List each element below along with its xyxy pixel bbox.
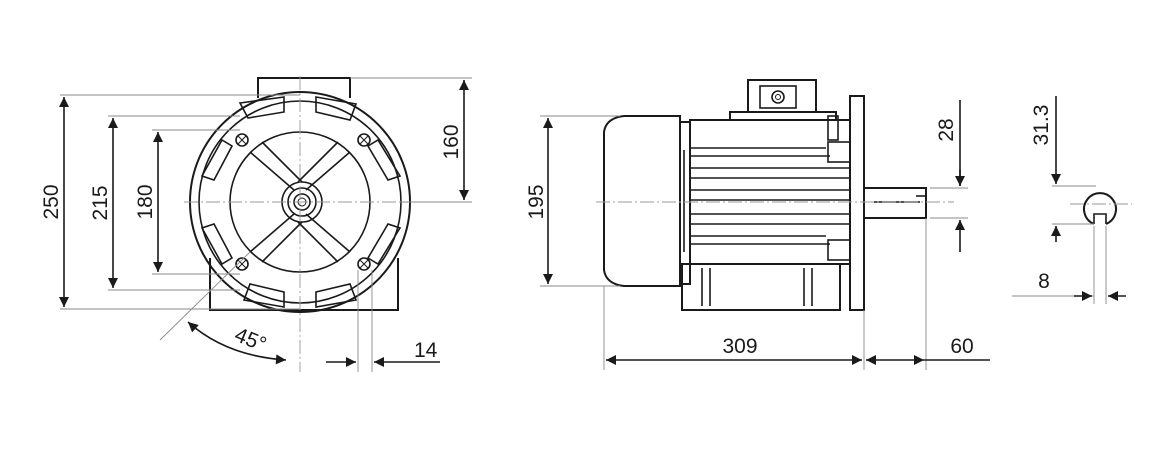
bolt-hole-icon [235,133,371,271]
dim-body-diameter: 195 [525,184,548,219]
dim-body-length: 309 [722,335,757,358]
dim-key-width: 8 [1038,270,1050,293]
dim-key-height: 31.3 [1030,105,1053,146]
dim-bolt-angle: 45° [231,323,269,356]
front-view [59,76,472,372]
dim-shaft-length: 60 [950,335,973,358]
dim-terminal-box: 160 [440,124,463,159]
dim-shaft-diameter: 28 [935,118,958,141]
dim-flange-height: 215 [89,185,112,220]
dim-overall-height: 250 [40,184,63,219]
shaft-section [1012,96,1132,304]
dim-bolt-hole: 14 [414,339,438,362]
side-view [540,79,990,370]
dim-mount-spacing: 180 [134,184,157,219]
